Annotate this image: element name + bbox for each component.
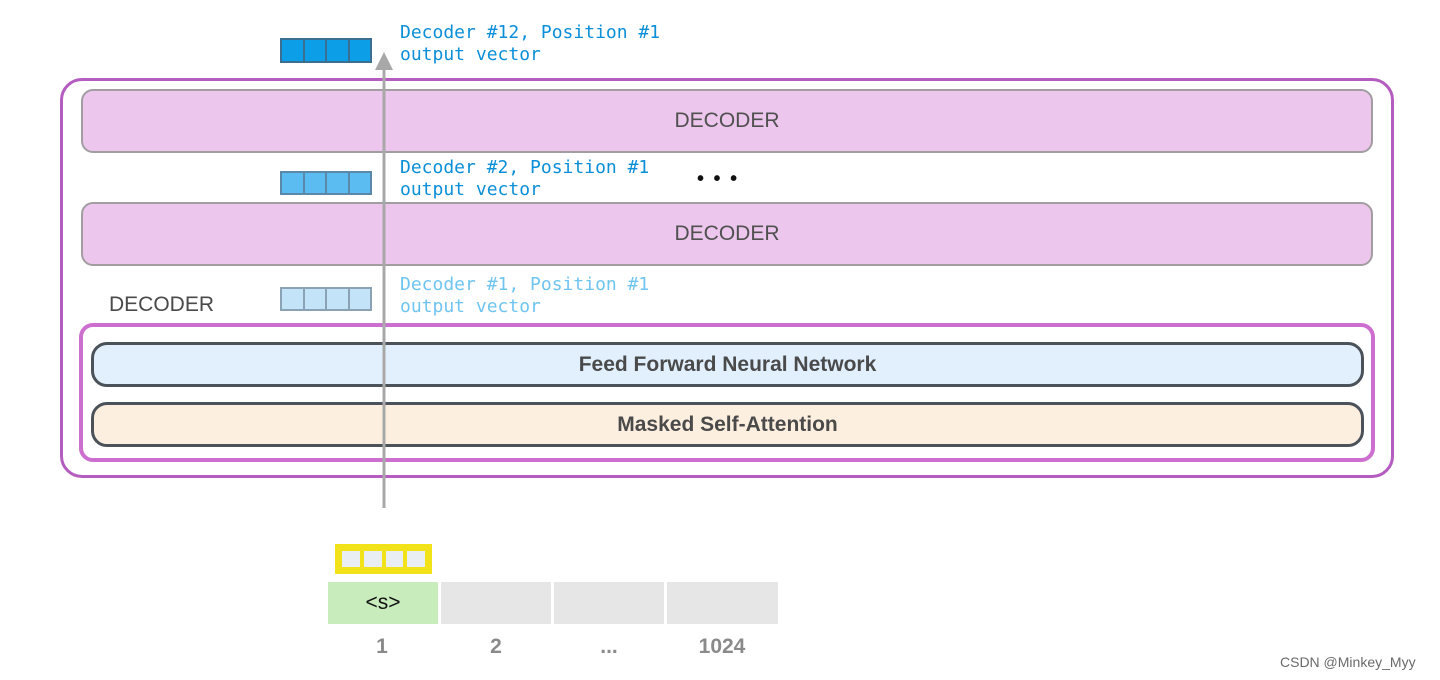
position-label: 2 [490, 635, 502, 658]
output-vector-decoder-12 [280, 38, 372, 63]
decoder-block-label: DECODER [674, 109, 780, 132]
token-cell-3 [554, 582, 664, 624]
watermark: CSDN @Minkey_Myy [1280, 654, 1416, 670]
feed-forward-layer: Feed Forward Neural Network [91, 342, 1364, 387]
input-embedding-vector [335, 544, 432, 574]
position-label: 1 [376, 635, 388, 658]
output-label-decoder-1: Decoder #1, Position #1 output vector [400, 274, 650, 317]
position-label: 1024 [698, 635, 746, 658]
decoder-block-1 [79, 323, 1375, 462]
token-cell-2 [441, 582, 551, 624]
decoder-block-2: DECODER [81, 202, 1373, 266]
output-label-decoder-2: Decoder #2, Position #1 output vector [400, 157, 650, 200]
decoder-block-12: DECODER [81, 89, 1373, 153]
masked-self-attention-layer: Masked Self-Attention [91, 402, 1364, 447]
position-label: ... [600, 635, 618, 658]
ffn-label: Feed Forward Neural Network [578, 352, 877, 376]
attn-label: Masked Self-Attention [617, 412, 838, 436]
output-label-decoder-12: Decoder #12, Position #1 output vector [400, 22, 661, 65]
decoder-block-label: DECODER [674, 222, 780, 245]
decoder-1-label: DECODER [109, 293, 215, 316]
token-cell-1: <s> [328, 582, 438, 624]
output-vector-decoder-1 [280, 287, 372, 311]
decoder-stack [60, 78, 1394, 478]
ellipsis: • • • [697, 168, 740, 190]
token-cell-4 [667, 582, 778, 624]
output-vector-decoder-2 [280, 171, 372, 195]
